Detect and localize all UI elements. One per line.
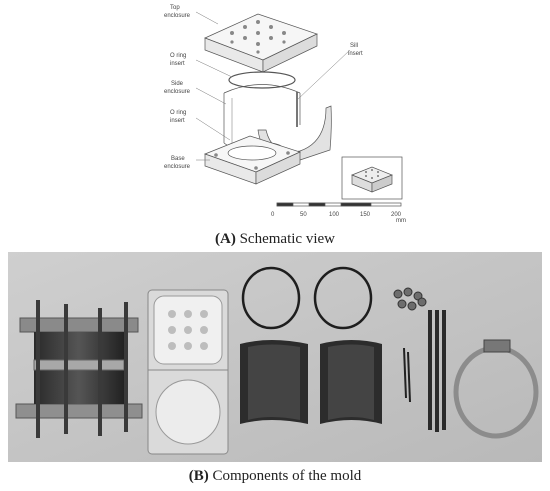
caption-b-letter: (B) [188, 468, 209, 484]
nuts [393, 287, 427, 311]
top-and-base-plates [147, 289, 229, 455]
o-ring-photo-2 [313, 266, 373, 330]
assembled-inset [341, 156, 403, 200]
label-o-ring-2b: insert [170, 118, 185, 124]
svg-text:0: 0 [271, 212, 275, 218]
scale-tick-0: 0 [271, 212, 275, 218]
caption-b-text: Components of the mold [212, 468, 362, 484]
scale-unit: mm [396, 218, 406, 224]
svg-text:O ring: O ring [170, 53, 186, 59]
svg-text:enclosure: enclosure [164, 164, 191, 170]
svg-text:enclosure: enclosure [164, 89, 191, 95]
label-top-enclosure-2: enclosure [164, 13, 191, 19]
top-enclosure [204, 13, 318, 73]
assembled-mold [15, 300, 143, 438]
components-photo [8, 252, 542, 462]
svg-text:Top: Top [170, 5, 180, 11]
side-shells [240, 340, 382, 424]
caption-a-text: Schematic view [239, 231, 335, 247]
scale-tick-100: 100 [329, 212, 340, 218]
schematic-diagram: Top enclosure O ring insert Side enclosu… [164, 5, 406, 224]
label-base-enclosure-2: enclosure [164, 164, 191, 170]
svg-text:50: 50 [300, 212, 307, 218]
svg-text:150: 150 [360, 212, 371, 218]
svg-text:insert: insert [348, 51, 363, 57]
caption-a-letter: (A) [215, 231, 236, 247]
scale-bar [276, 202, 402, 207]
svg-text:100: 100 [329, 212, 340, 218]
scale-tick-150: 150 [360, 212, 371, 218]
label-sill-insert-1: Sill [350, 43, 358, 49]
svg-text:insert: insert [170, 61, 185, 67]
svg-text:enclosure: enclosure [164, 13, 191, 19]
base-enclosure [204, 135, 301, 185]
label-side-enclosure-2: enclosure [164, 89, 191, 95]
svg-text:200: 200 [391, 212, 402, 218]
caption-a: (A) Schematic view [0, 231, 550, 248]
scale-tick-200: 200 [391, 212, 402, 218]
caption-b: (B) Components of the mold [0, 468, 550, 485]
o-ring-insert-top [228, 71, 296, 89]
hose-clamp [453, 339, 539, 439]
sill-inserts [403, 347, 411, 403]
label-side-enclosure-1: Side [171, 81, 184, 87]
label-sill-insert-2: insert [348, 51, 363, 57]
label-top-enclosure-1: Top [170, 5, 180, 11]
scale-tick-50: 50 [300, 212, 307, 218]
label-o-ring-1b: insert [170, 61, 185, 67]
label-o-ring-1: O ring [170, 53, 186, 59]
svg-text:O ring: O ring [170, 110, 186, 116]
threaded-rods [428, 310, 446, 432]
svg-text:mm: mm [396, 218, 406, 224]
svg-text:Sill: Sill [350, 43, 358, 49]
label-o-ring-2: O ring [170, 110, 186, 116]
o-ring-photo-1 [241, 266, 301, 330]
svg-text:Base: Base [171, 156, 185, 162]
svg-text:insert: insert [170, 118, 185, 124]
svg-text:Side: Side [171, 81, 184, 87]
label-base-enclosure-1: Base [171, 156, 185, 162]
